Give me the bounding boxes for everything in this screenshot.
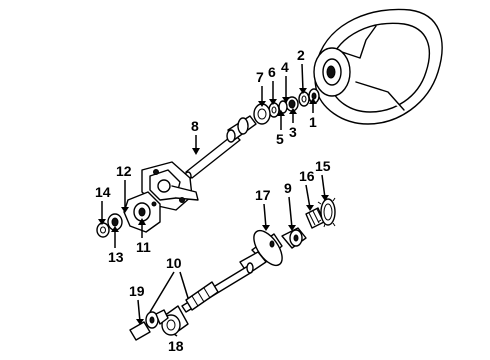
steering-wheel	[313, 8, 443, 125]
upper-column-hardware	[253, 88, 320, 125]
callout-19: 19	[129, 283, 145, 299]
lower-bushing	[161, 305, 189, 336]
callout-4: 4	[281, 59, 289, 75]
callout-8: 8	[191, 118, 199, 134]
callout-7: 7	[256, 69, 264, 85]
callout-18: 18	[168, 338, 184, 354]
callout-15: 15	[315, 158, 331, 174]
callout-12: 12	[116, 163, 132, 179]
callout-16: 16	[299, 168, 315, 184]
callout-1: 1	[309, 114, 317, 130]
callout-9: 9	[284, 180, 292, 196]
shift-yoke	[281, 227, 307, 249]
callout-5: 5	[276, 131, 284, 147]
callout-17: 17	[255, 187, 271, 203]
callout-3: 3	[289, 124, 297, 140]
callout-10: 10	[166, 255, 182, 271]
callout-11: 11	[136, 239, 151, 255]
callout-6: 6	[268, 64, 276, 80]
callout-labels: 1 2 3 4 5 6 7 8 9 10 11 12 13 14 15 16 1…	[95, 47, 331, 354]
lower-steering-shaft	[181, 262, 254, 313]
callout-13: 13	[108, 249, 124, 265]
callout-14: 14	[95, 184, 111, 200]
coupling-spring	[305, 207, 325, 229]
leader-arrowheads	[98, 88, 329, 325]
small-bearing-and-nut	[96, 213, 123, 238]
lower-u-joint	[129, 309, 169, 341]
lock-cylinder-housing	[123, 191, 161, 233]
callout-2: 2	[297, 47, 305, 63]
